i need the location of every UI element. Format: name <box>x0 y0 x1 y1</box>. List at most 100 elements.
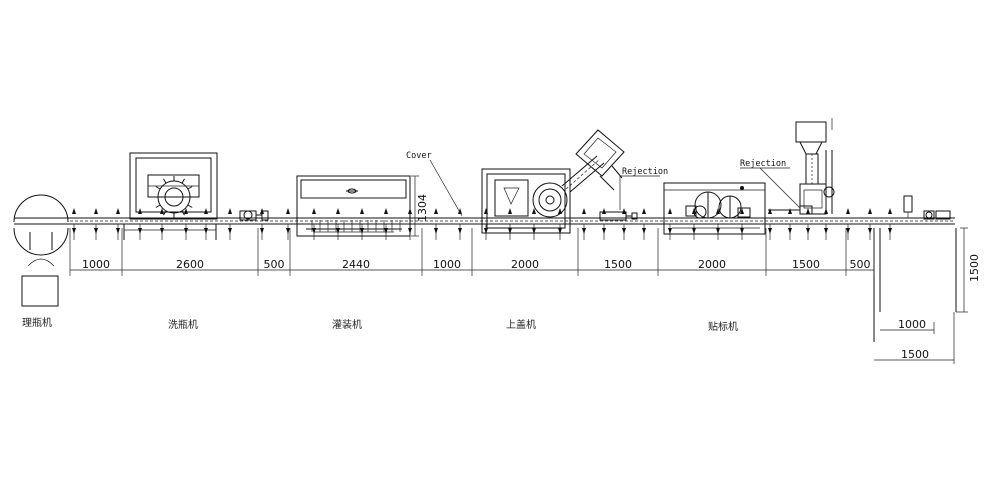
end-table-inner-width: 1000 <box>898 318 926 331</box>
conveyor-foot-25 <box>668 228 672 234</box>
conveyor-guide-30 <box>788 208 792 214</box>
dimension-label-1: 2600 <box>176 258 204 271</box>
conveyor-guide-1 <box>94 208 98 214</box>
rejection-label-2: Rejection <box>740 159 786 169</box>
end-table-height: 1500 <box>968 254 981 282</box>
conveyor-guide-25 <box>668 208 672 214</box>
conveyor-foot-26 <box>692 228 696 234</box>
conveyor-foot-35 <box>888 228 892 234</box>
conveyor-foot-8 <box>260 228 264 234</box>
conveyor-foot-23 <box>622 228 626 234</box>
conveyor-foot-6 <box>204 228 208 234</box>
conveyor-foot-28 <box>740 228 744 234</box>
cap-elevator <box>795 118 835 215</box>
washer-gear-tooth-11 <box>187 186 193 190</box>
conveyor-guide-7 <box>228 208 232 214</box>
conveyor-foot-24 <box>642 228 646 234</box>
dimension-label-7: 2000 <box>698 258 726 271</box>
conveyor-foot-1 <box>94 228 98 234</box>
conveyor-guide-35 <box>888 208 892 214</box>
conveyor-guide-18 <box>508 208 512 214</box>
conveyor-foot-9 <box>286 228 290 234</box>
conveyor-guide-21 <box>582 208 586 214</box>
capper-machine <box>481 129 625 234</box>
end-table-outer-width: 1500 <box>901 348 929 361</box>
washer-gear-tooth-1 <box>187 204 193 208</box>
labeler-machine <box>663 182 766 235</box>
conveyor-guide-0 <box>72 208 76 214</box>
dimension-label-9: 500 <box>850 258 871 271</box>
conveyor-foot-17 <box>484 228 488 234</box>
conveyor-guide-31 <box>806 208 810 214</box>
conveyor-guide-19 <box>532 208 536 214</box>
dimension-label-5: 2000 <box>511 258 539 271</box>
conveyor-guide-34 <box>868 208 872 214</box>
washer-label: 洗瓶机 <box>168 318 198 331</box>
washer-gear-tooth-2 <box>181 210 185 216</box>
conveyor-foot-15 <box>434 228 438 234</box>
conveyor-foot-33 <box>846 228 850 234</box>
filler-label: 灌装机 <box>332 318 362 331</box>
conveyor-foot-21 <box>582 228 586 234</box>
conveyor-foot-27 <box>716 228 720 234</box>
filler-height-dimension: 1304 <box>416 194 429 222</box>
filler-machine <box>296 175 419 237</box>
conveyor-guide-2 <box>116 208 120 214</box>
conveyor-guide-23 <box>622 208 626 214</box>
rejection-leader-2 <box>759 167 801 209</box>
conveyor-guide-29 <box>768 208 772 214</box>
cover-label: Cover <box>406 151 432 161</box>
conveyor-guide-13 <box>384 208 388 214</box>
dimension-label-8: 1500 <box>792 258 820 271</box>
conveyor-foot-20 <box>558 228 562 234</box>
unscrambler-label: 理瓶机 <box>22 316 52 329</box>
conveyor-foot-4 <box>160 228 164 234</box>
dimension-label-0: 1000 <box>82 258 110 271</box>
washer-machine <box>123 152 218 240</box>
conveyor-guide-22 <box>602 208 606 214</box>
unscrambler-machine <box>13 194 69 307</box>
washer-gear-tooth-8 <box>163 178 167 184</box>
dimension-label-2: 500 <box>264 258 285 271</box>
conveyor-foot-31 <box>806 228 810 234</box>
conveyor-foot-18 <box>508 228 512 234</box>
conveyor-foot-34 <box>868 228 872 234</box>
conveyor-guide-9 <box>286 208 290 214</box>
conveyor-foot-3 <box>138 228 142 234</box>
conveyor-guide-15 <box>434 208 438 214</box>
conveyor-guide-10 <box>312 208 316 214</box>
conveyor-foot-7 <box>228 228 232 234</box>
washer-gear-tooth-4 <box>163 210 167 216</box>
conveyor-foot-19 <box>532 228 536 234</box>
conveyor-foot-22 <box>602 228 606 234</box>
rejection-unit-1 <box>599 211 638 221</box>
washer-gear-tooth-7 <box>155 186 161 190</box>
conveyor-guide-3 <box>138 208 142 214</box>
washer-gear-tooth-10 <box>181 178 185 184</box>
conveyor-guide-28 <box>740 208 744 214</box>
washer-gear-tooth-5 <box>155 204 161 208</box>
conveyor-foot-2 <box>116 228 120 234</box>
conveyor-foot-16 <box>458 228 462 234</box>
rejection-label-1: Rejection <box>622 167 668 177</box>
conveyor-guide-16 <box>458 208 462 214</box>
labeler-label: 贴标机 <box>708 320 738 333</box>
conveyor-foot-5 <box>184 228 188 234</box>
conveyor <box>14 208 955 240</box>
conveyor-foot-0 <box>72 228 76 234</box>
dimension-label-6: 1500 <box>604 258 632 271</box>
drive-motor-1 <box>239 210 269 221</box>
dimension-label-4: 1000 <box>433 258 461 271</box>
conveyor-guide-12 <box>360 208 364 214</box>
conveyor-guide-6 <box>204 208 208 214</box>
conveyor-guide-24 <box>642 208 646 214</box>
conveyor-foot-32 <box>824 228 828 234</box>
end-table-dimensions <box>874 227 968 364</box>
conveyor-foot-29 <box>768 228 772 234</box>
capper-label: 上盖机 <box>506 318 536 331</box>
cover-leader-line <box>429 159 463 217</box>
conveyor-guide-33 <box>846 208 850 214</box>
